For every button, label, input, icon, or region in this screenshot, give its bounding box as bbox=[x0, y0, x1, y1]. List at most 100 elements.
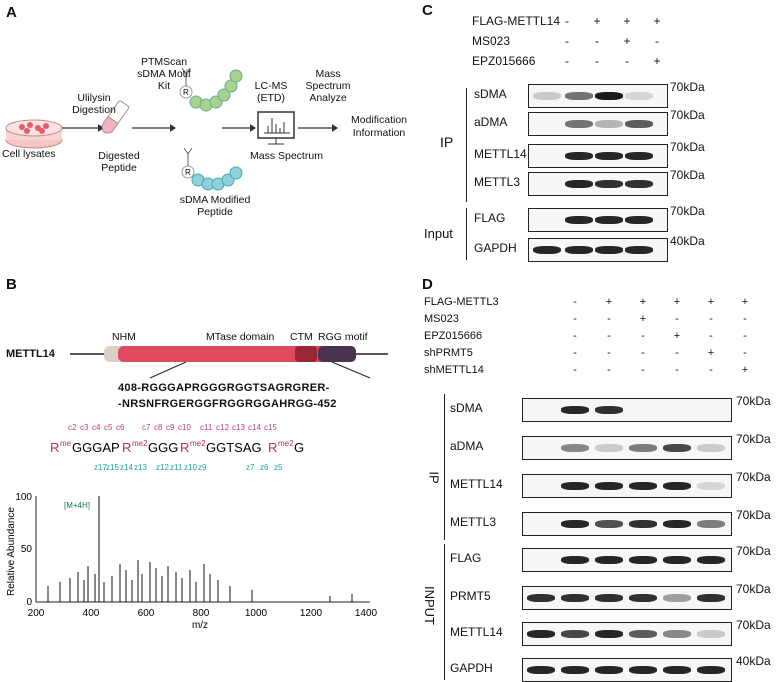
blot-band bbox=[663, 556, 691, 564]
ytick-50: 50 bbox=[21, 544, 33, 555]
blot-band bbox=[595, 180, 623, 188]
blot-band bbox=[561, 406, 589, 414]
condition-sign: - bbox=[573, 347, 577, 359]
condition-sign: + bbox=[741, 364, 749, 376]
blot-strip bbox=[522, 658, 732, 682]
blot-strip bbox=[522, 398, 732, 422]
xtick-1200: 1200 bbox=[300, 608, 323, 619]
ip-label: IP bbox=[440, 134, 454, 150]
blot-band bbox=[625, 216, 653, 224]
sequence-line-2: -NRSNFRGERGGFRGGRGGAHRGG-452 bbox=[118, 398, 337, 410]
condition-label: MS023 bbox=[424, 313, 459, 325]
panel-letter-b: B bbox=[6, 276, 17, 293]
svg-text:z15: z15 bbox=[106, 463, 119, 472]
blot-band bbox=[697, 444, 725, 452]
blot-strip bbox=[522, 586, 732, 610]
condition-sign: - bbox=[655, 34, 659, 48]
blot-band bbox=[663, 444, 691, 452]
condition-sign: - bbox=[595, 34, 599, 48]
svg-text:me2: me2 bbox=[190, 439, 206, 448]
ip-bracket bbox=[466, 88, 467, 202]
condition-sign: + bbox=[673, 330, 681, 342]
svg-text:z12: z12 bbox=[156, 463, 169, 472]
xtick-1000: 1000 bbox=[245, 608, 268, 619]
svg-text:c5: c5 bbox=[104, 423, 113, 432]
blot-band bbox=[625, 92, 653, 100]
svg-text:GGG: GGG bbox=[148, 440, 178, 455]
condition-sign: + bbox=[605, 296, 613, 308]
blot-row-label: GAPDH bbox=[450, 661, 493, 675]
blot-strip bbox=[528, 84, 668, 108]
condition-sign: - bbox=[641, 330, 645, 342]
blot-band bbox=[595, 246, 623, 254]
svg-text:z5: z5 bbox=[274, 463, 283, 472]
blot-strip bbox=[528, 238, 668, 262]
condition-sign: + bbox=[639, 296, 647, 308]
condition-sign: - bbox=[675, 313, 679, 325]
kit-label: PTMScan sDMA Motif Kit bbox=[137, 56, 191, 92]
xlabel: m/z bbox=[192, 620, 208, 631]
svg-text:R: R bbox=[180, 440, 189, 455]
blot-band bbox=[565, 216, 593, 224]
svg-text:me: me bbox=[60, 439, 72, 448]
svg-text:z17: z17 bbox=[94, 463, 107, 472]
svg-text:R: R bbox=[268, 440, 277, 455]
condition-sign: - bbox=[709, 313, 713, 325]
blot-band bbox=[595, 482, 623, 490]
lcms-label: LC-MS (ETD) bbox=[254, 80, 288, 104]
cell-lysates-label: Cell lysates bbox=[2, 148, 56, 160]
blot-band bbox=[625, 120, 653, 128]
condition-sign: + bbox=[653, 54, 661, 68]
blot-band bbox=[595, 406, 623, 414]
mass-spectrum-label: Mass Spectrum bbox=[250, 150, 323, 162]
blot-row-label: METTL3 bbox=[450, 515, 497, 529]
condition-label: EPZ015666 bbox=[424, 330, 483, 342]
condition-sign: + bbox=[673, 296, 681, 308]
analyze-label: Mass Spectrum Analyze bbox=[305, 68, 351, 104]
blot-band bbox=[561, 556, 589, 564]
svg-text:GGTSAG: GGTSAG bbox=[206, 440, 262, 455]
blot-band bbox=[629, 556, 657, 564]
xtick-1400: 1400 bbox=[355, 608, 378, 619]
blot-band bbox=[629, 666, 657, 674]
svg-text:c13: c13 bbox=[232, 423, 245, 432]
blot-band bbox=[595, 666, 623, 674]
workflow-illustration: R R bbox=[5, 67, 338, 191]
blot-strip bbox=[522, 436, 732, 460]
condition-label: FLAG-METTL14 bbox=[472, 14, 561, 28]
condition-sign: - bbox=[607, 347, 611, 359]
condition-sign: - bbox=[743, 330, 747, 342]
blot-band bbox=[663, 482, 691, 490]
blot-band bbox=[625, 246, 653, 254]
condition-sign: - bbox=[641, 347, 645, 359]
blot-band bbox=[697, 520, 725, 528]
svg-text:z11: z11 bbox=[170, 463, 183, 472]
condition-sign: - bbox=[565, 34, 569, 48]
condition-sign: - bbox=[565, 14, 569, 28]
kda-marker: 70kDa bbox=[670, 168, 705, 182]
blot-band bbox=[663, 666, 691, 674]
blot-band bbox=[527, 666, 555, 674]
blot-band bbox=[561, 520, 589, 528]
condition-sign: - bbox=[573, 364, 577, 376]
blot-band bbox=[629, 444, 657, 452]
svg-text:c6: c6 bbox=[116, 423, 125, 432]
blot-band bbox=[561, 594, 589, 602]
blot-band bbox=[663, 630, 691, 638]
nhm-label: NHM bbox=[112, 331, 136, 343]
ctm-label: CTM bbox=[290, 331, 313, 343]
digested-label: Digested Peptide bbox=[98, 150, 140, 174]
xtick-400: 400 bbox=[83, 608, 100, 619]
kda-marker: 70kDa bbox=[670, 80, 705, 94]
condition-sign: - bbox=[641, 364, 645, 376]
blot-band bbox=[565, 246, 593, 254]
panel-letter-c: C bbox=[422, 2, 433, 19]
condition-sign: - bbox=[573, 330, 577, 342]
svg-text:c2: c2 bbox=[68, 423, 77, 432]
condition-sign: - bbox=[607, 330, 611, 342]
blot-band bbox=[595, 92, 623, 100]
svg-text:z14: z14 bbox=[120, 463, 133, 472]
ytick-100: 100 bbox=[15, 492, 32, 503]
kda-marker: 40kDa bbox=[670, 234, 705, 248]
blot-band bbox=[565, 152, 593, 160]
